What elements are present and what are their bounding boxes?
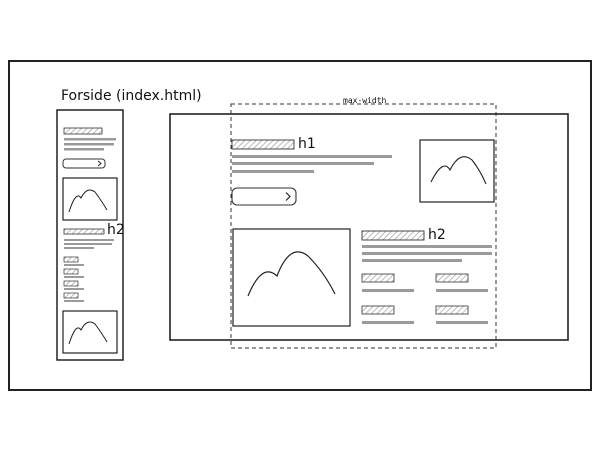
mobile-text-line xyxy=(64,300,84,302)
desktop-feature-block xyxy=(435,273,469,283)
mobile-image-placeholder xyxy=(62,177,118,221)
mobile-text-line xyxy=(64,288,84,290)
desktop-text-line xyxy=(436,289,488,292)
mobile-feature-block xyxy=(63,268,79,275)
mobile-text-line xyxy=(64,243,112,245)
desktop-button[interactable] xyxy=(231,187,297,206)
mountain-image-icon xyxy=(68,321,108,345)
desktop-feature-image-placeholder xyxy=(232,228,351,327)
chevron-right-icon xyxy=(285,192,291,201)
mobile-wireframe: h2 xyxy=(56,109,125,361)
desktop-text-line xyxy=(232,170,314,173)
mountain-image-icon xyxy=(430,156,487,185)
chevron-right-icon xyxy=(97,160,102,167)
desktop-feature-block xyxy=(361,273,395,283)
mobile-image-placeholder xyxy=(62,310,118,354)
mobile-button[interactable] xyxy=(62,158,106,169)
mobile-text-line xyxy=(64,276,84,278)
desktop-text-line xyxy=(362,252,492,255)
desktop-h1-label: h1 xyxy=(298,136,316,152)
desktop-wireframe: max-width h1 h2 xyxy=(169,96,569,349)
page-title: Forside (index.html) xyxy=(61,88,202,104)
desktop-text-line xyxy=(436,321,488,324)
mobile-text-line xyxy=(64,148,104,151)
desktop-hero-image-placeholder xyxy=(419,139,495,203)
mobile-text-line xyxy=(64,138,116,141)
mobile-feature-block xyxy=(63,256,79,263)
mobile-text-line xyxy=(64,247,94,249)
mobile-text-line xyxy=(64,239,114,241)
mountain-image-icon xyxy=(68,189,108,213)
mountain-image-icon xyxy=(247,251,336,297)
desktop-text-line xyxy=(362,259,462,262)
desktop-h1-block xyxy=(231,139,295,150)
desktop-text-line xyxy=(362,289,414,292)
mobile-text-line xyxy=(64,264,84,266)
max-width-label: max-width xyxy=(343,96,387,105)
desktop-feature-block xyxy=(361,305,395,315)
mobile-h2-label: h2 xyxy=(107,222,125,238)
desktop-screen xyxy=(169,113,569,341)
desktop-h2-label: h2 xyxy=(428,227,446,243)
mobile-feature-block xyxy=(63,280,79,287)
desktop-text-line xyxy=(362,321,414,324)
desktop-text-line xyxy=(232,162,374,165)
desktop-text-line xyxy=(362,245,492,248)
mobile-screen xyxy=(56,109,124,361)
desktop-h2-block xyxy=(361,230,425,241)
desktop-feature-block xyxy=(435,305,469,315)
mobile-h2-block xyxy=(63,228,105,235)
max-width-guide xyxy=(230,103,497,349)
mobile-heading-block xyxy=(63,127,103,135)
mobile-feature-block xyxy=(63,292,79,299)
mobile-text-line xyxy=(64,143,114,146)
outer-frame xyxy=(8,60,592,391)
desktop-text-line xyxy=(232,155,392,158)
